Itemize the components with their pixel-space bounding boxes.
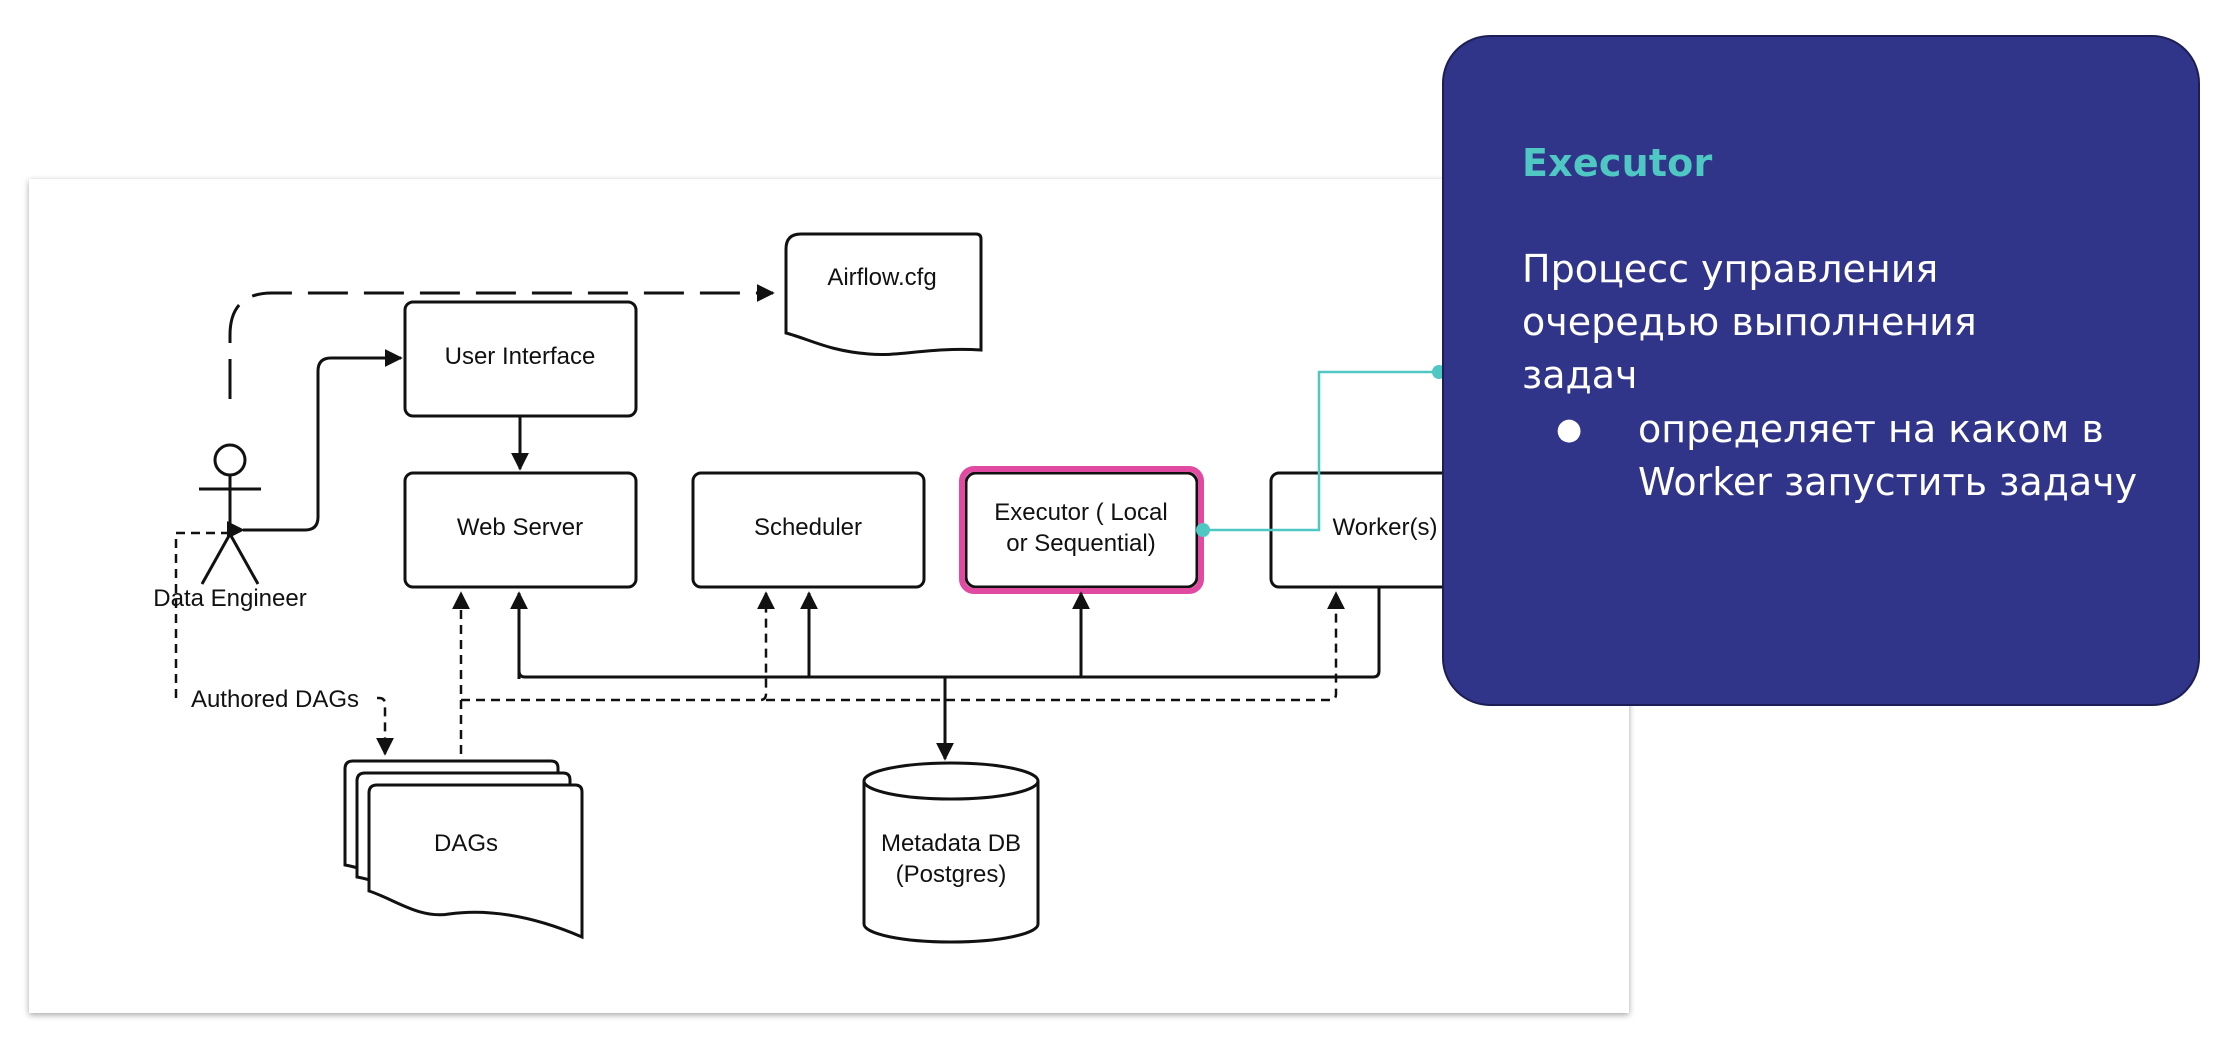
airflow-cfg-label: Airflow.cfg bbox=[827, 264, 936, 291]
authored-dags-label: Authored DAGs bbox=[191, 686, 359, 713]
callout-description: Процесс управления очередью выполнения з… bbox=[1522, 247, 1977, 397]
authored-dags-label-bg bbox=[181, 684, 373, 712]
dags-edges bbox=[452, 591, 1345, 754]
engineer-ui-edge bbox=[226, 349, 403, 539]
airflow-cfg-node bbox=[784, 232, 983, 357]
callout-bullet-item: ● определяет на каком в Worker запустить… bbox=[1522, 403, 2142, 509]
callout-bullet-text: определяет на каком в Worker запустить з… bbox=[1638, 407, 2138, 504]
executor-label-line2: or Sequential) bbox=[1006, 530, 1155, 557]
metadata-edges bbox=[510, 587, 1381, 761]
metadata-db-label-line1: Metadata DB bbox=[881, 830, 1021, 857]
diagram-card: Airflow.cfg User Interface Web Server Sc… bbox=[29, 179, 1629, 1013]
authored-dags-edge bbox=[174, 531, 394, 756]
executor-callout-connector bbox=[1203, 370, 1449, 532]
data-engineer-label: Data Engineer bbox=[153, 585, 306, 612]
workers-label: Worker(s) bbox=[1333, 514, 1438, 541]
callout-title: Executor bbox=[1522, 141, 1713, 185]
callout-bullet-list: ● определяет на каком в Worker запустить… bbox=[1522, 403, 2142, 509]
user-interface-label: User Interface bbox=[445, 343, 596, 370]
metadata-db-node bbox=[862, 761, 1040, 944]
metadata-db-label-line2: (Postgres) bbox=[896, 861, 1007, 888]
dags-node bbox=[343, 759, 584, 940]
web-server-label: Web Server bbox=[457, 514, 583, 541]
scheduler-node bbox=[691, 471, 926, 589]
executor-callout: Executor Процесс управления очередью вып… bbox=[1442, 35, 2200, 706]
dags-label: DAGs bbox=[434, 830, 498, 857]
executor-label-line1: Executor ( Local bbox=[994, 499, 1167, 526]
connector-dot-start bbox=[1196, 523, 1210, 537]
scheduler-label: Scheduler bbox=[754, 514, 862, 541]
web-server-node bbox=[403, 471, 638, 589]
architecture-diagram: Airflow.cfg User Interface Web Server Sc… bbox=[153, 232, 1504, 944]
data-engineer-actor bbox=[199, 443, 261, 585]
config-edge bbox=[228, 284, 775, 399]
bullet-icon: ● bbox=[1556, 412, 1583, 447]
